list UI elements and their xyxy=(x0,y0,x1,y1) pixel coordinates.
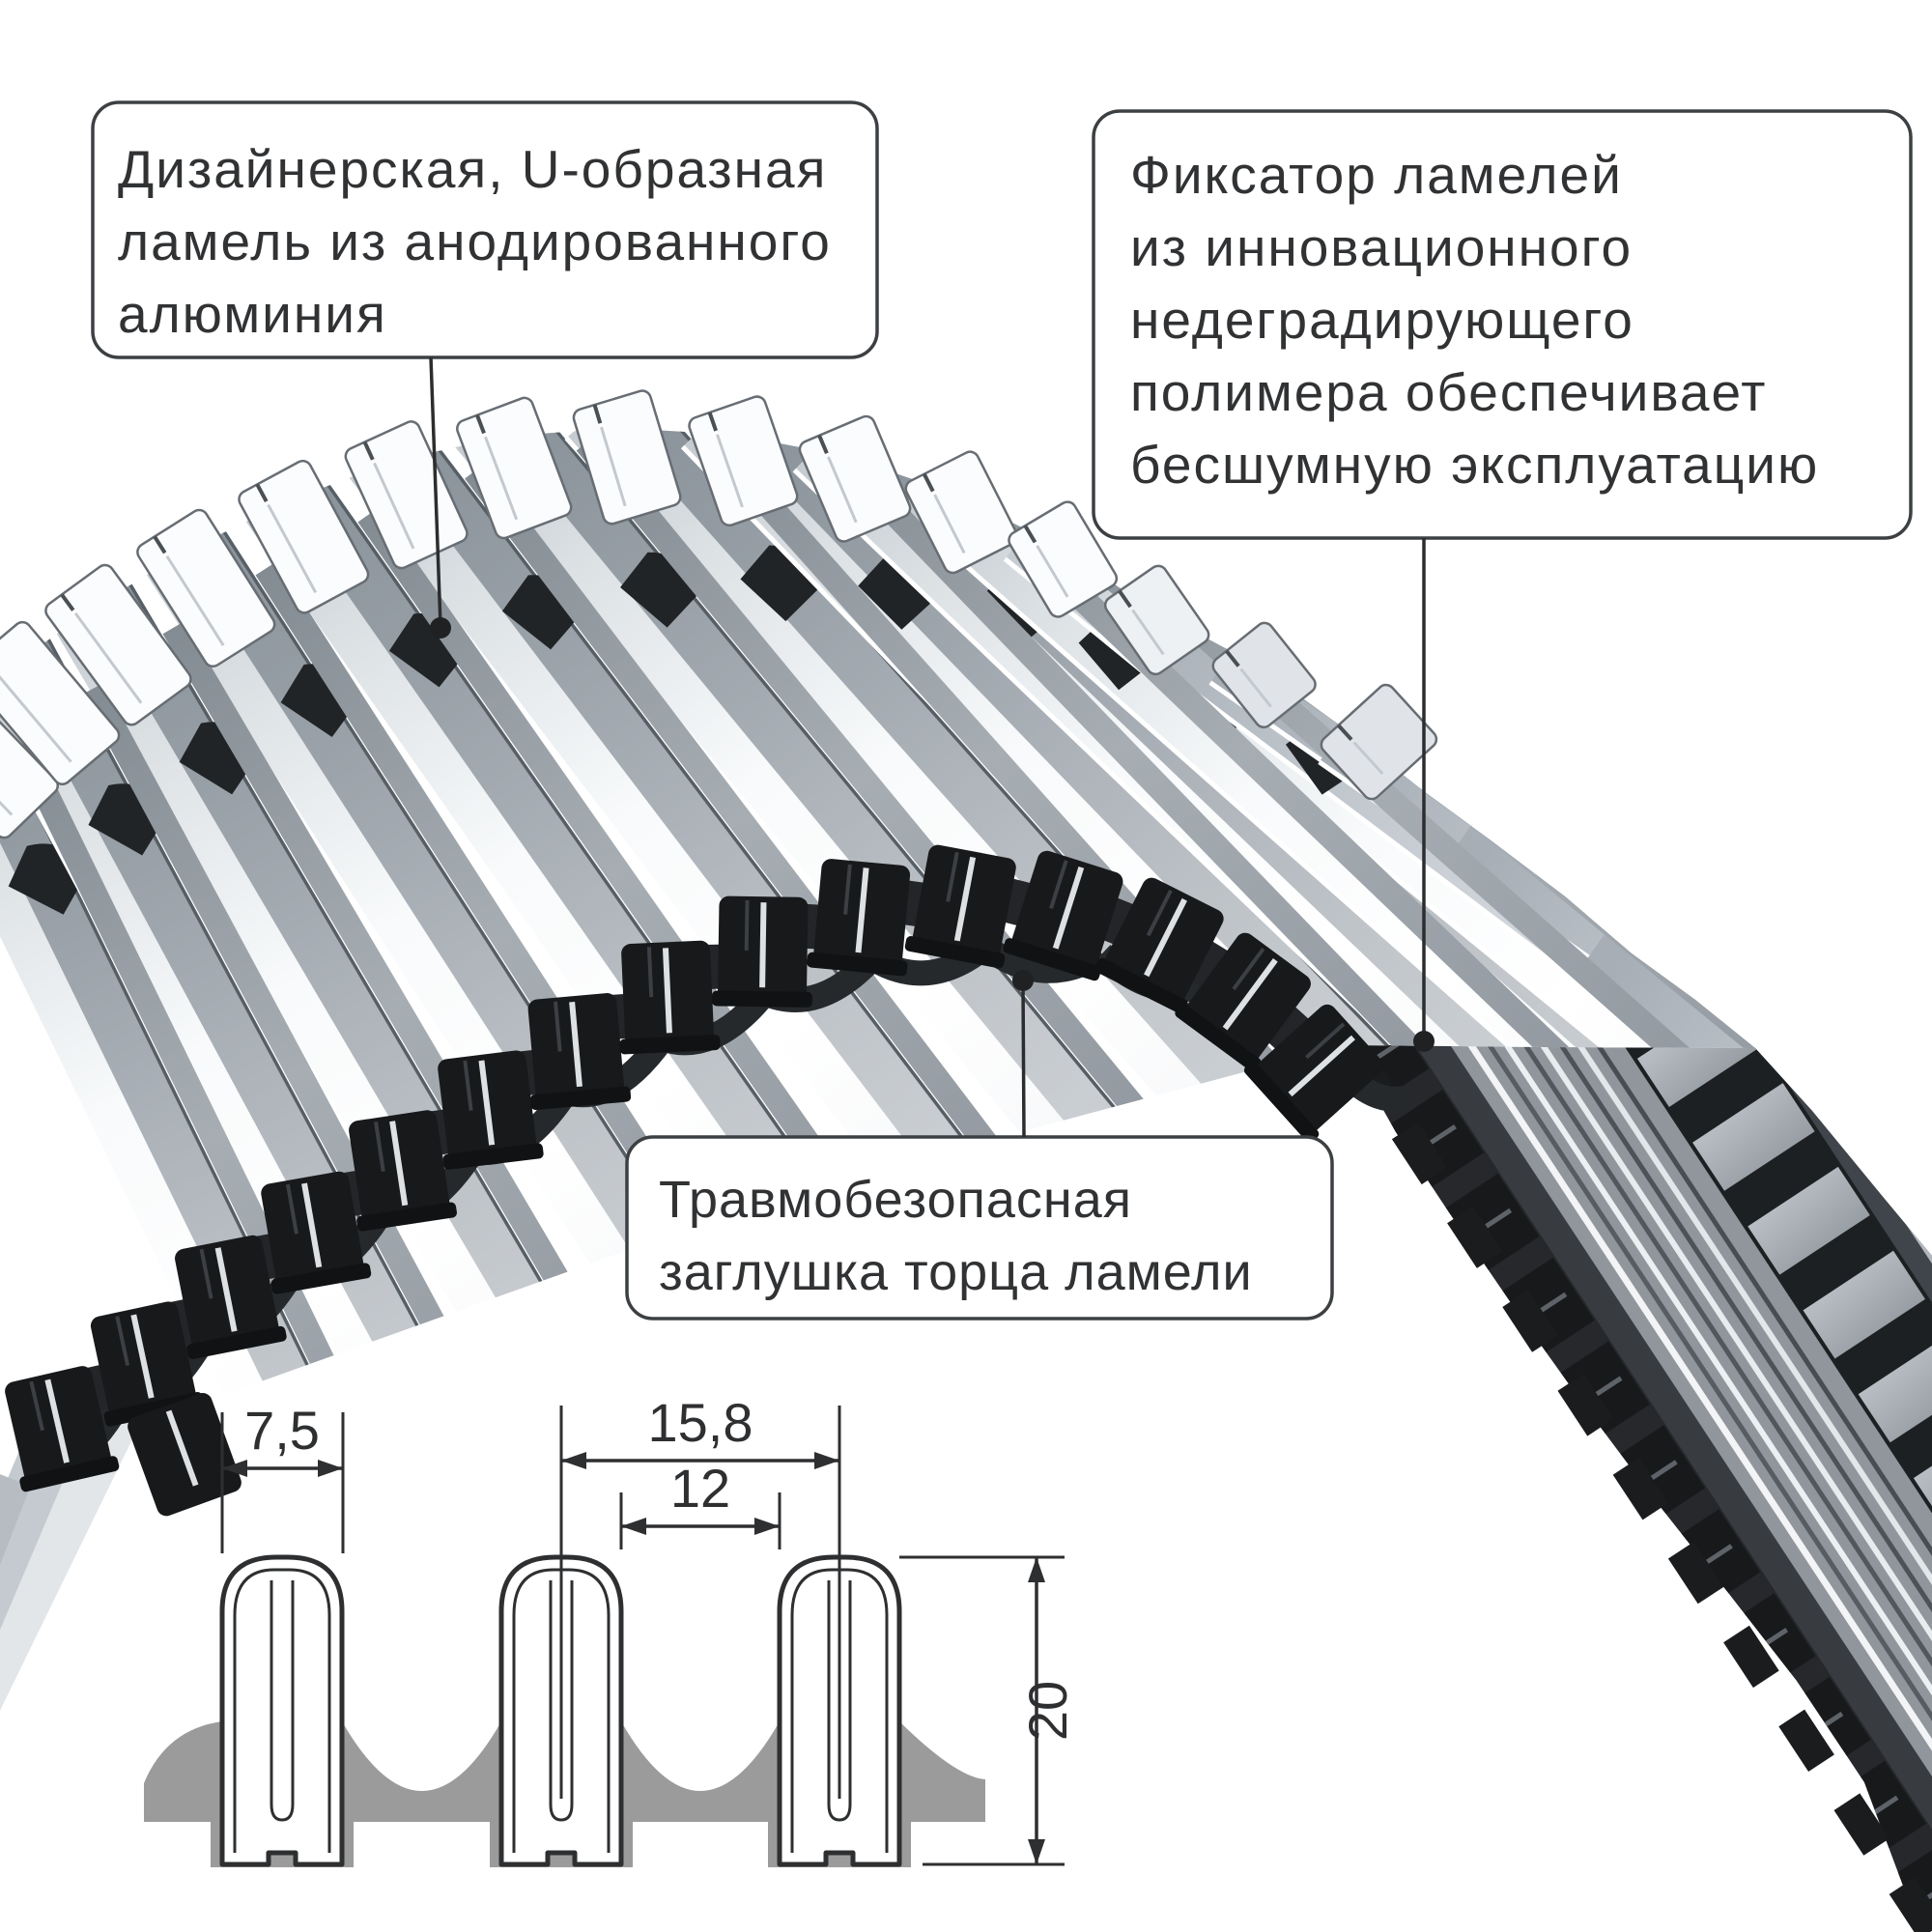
svg-text:полимера обеспечивает: полимера обеспечивает xyxy=(1130,362,1767,422)
svg-text:12: 12 xyxy=(670,1458,730,1519)
svg-text:20: 20 xyxy=(1017,1681,1078,1741)
svg-text:15,8: 15,8 xyxy=(648,1392,753,1453)
svg-text:из инновационного: из инновационного xyxy=(1130,217,1633,277)
svg-text:бесшумную эксплуатацию: бесшумную эксплуатацию xyxy=(1130,435,1819,495)
svg-text:Фиксатор ламелей: Фиксатор ламелей xyxy=(1130,145,1623,205)
svg-text:недеградирующего: недеградирующего xyxy=(1130,290,1634,350)
svg-text:7,5: 7,5 xyxy=(244,1400,320,1461)
svg-text:Травмобезопасная: Травмобезопасная xyxy=(659,1171,1132,1229)
svg-text:заглушка торца ламели: заглушка торца ламели xyxy=(659,1243,1253,1301)
svg-text:ламель из анодированного: ламель из анодированного xyxy=(118,212,832,271)
svg-text:Дизайнерская, U-образная: Дизайнерская, U-образная xyxy=(118,139,827,199)
svg-text:алюминия: алюминия xyxy=(118,284,387,344)
